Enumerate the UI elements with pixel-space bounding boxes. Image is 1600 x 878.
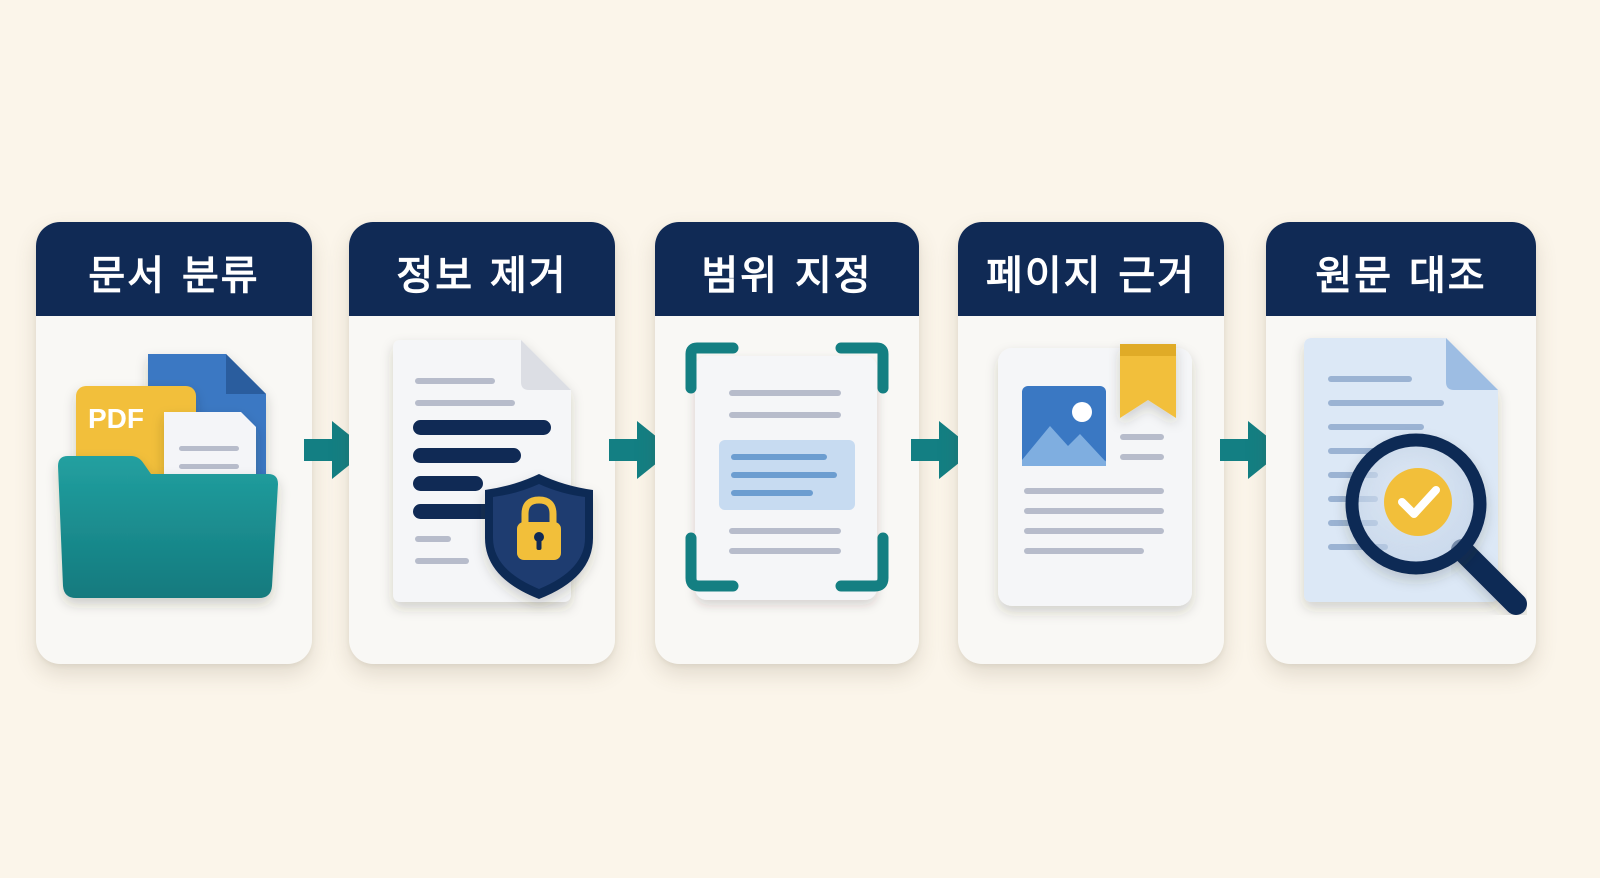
- arrow-icon: [302, 415, 372, 485]
- folder-pdf-icon: PDF: [58, 354, 278, 598]
- pdf-label: PDF: [88, 403, 144, 434]
- step-title-4: 페이지 근거: [958, 222, 1224, 316]
- step-title-5: 원문 대조: [1266, 222, 1536, 316]
- step-body-1: PDF: [36, 316, 312, 664]
- step-card-1: 문서 분류 PDF: [36, 222, 312, 664]
- step-card-5: 원문 대조: [1266, 222, 1536, 664]
- step-card-4: 페이지 근거: [958, 222, 1224, 664]
- step-body-3: [655, 316, 919, 664]
- arrow-icon: [909, 415, 979, 485]
- step-title-3: 범위 지정: [655, 222, 919, 316]
- document-magnifier-check-icon: [1304, 338, 1527, 615]
- step-body-4: [958, 316, 1224, 664]
- document-lock-shield-icon: [393, 340, 593, 602]
- arrow-icon: [1218, 415, 1288, 485]
- arrow-icon: [607, 415, 677, 485]
- step-title-2: 정보 제거: [349, 222, 615, 316]
- step-card-3: 범위 지정: [655, 222, 919, 664]
- step-body-2: [349, 316, 615, 664]
- step-title-1: 문서 분류: [36, 222, 312, 316]
- step-body-5: [1266, 316, 1536, 664]
- document-selection-frame-icon: [685, 342, 889, 600]
- selection-corner-brackets: [685, 342, 889, 592]
- document-image-bookmark-icon: [998, 344, 1192, 606]
- step-card-2: 정보 제거: [349, 222, 615, 664]
